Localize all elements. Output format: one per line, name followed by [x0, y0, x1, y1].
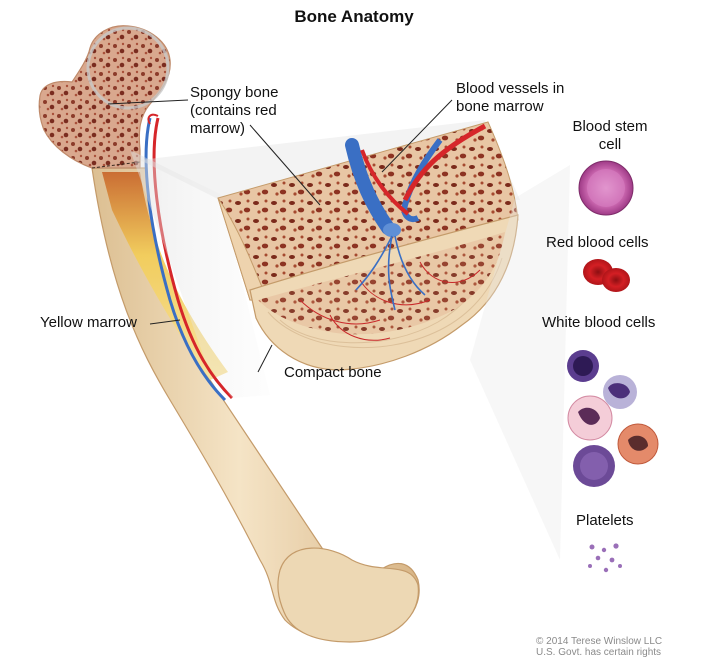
- platelets: [588, 543, 622, 573]
- white-blood-cells: [567, 350, 659, 487]
- diagram-title: Bone Anatomy: [294, 7, 414, 26]
- bone-cross-section: [217, 121, 519, 371]
- blood-vessels-label: Blood vessels in bone marrow: [456, 80, 565, 115]
- platelets-label: Platelets: [576, 512, 634, 529]
- spongy-bone-label: Spongy bone (contains red marrow): [190, 84, 279, 137]
- copyright-credit: © 2014 Terese Winslow LLC U.S. Govt. has…: [536, 636, 663, 658]
- compact-bone-label: Compact bone: [284, 364, 382, 381]
- red-blood-cells: [583, 259, 630, 292]
- leader-lines: [107, 99, 453, 373]
- blood-stem-cell: [578, 160, 634, 216]
- cells-zoom-lens: [470, 165, 570, 560]
- yellow-marrow-label: Yellow marrow: [40, 314, 137, 331]
- red-blood-cells-label: Red blood cells: [546, 234, 649, 251]
- blood-stem-cell-label: Blood stem cell: [572, 118, 648, 153]
- white-blood-cells-label: White blood cells: [542, 314, 656, 331]
